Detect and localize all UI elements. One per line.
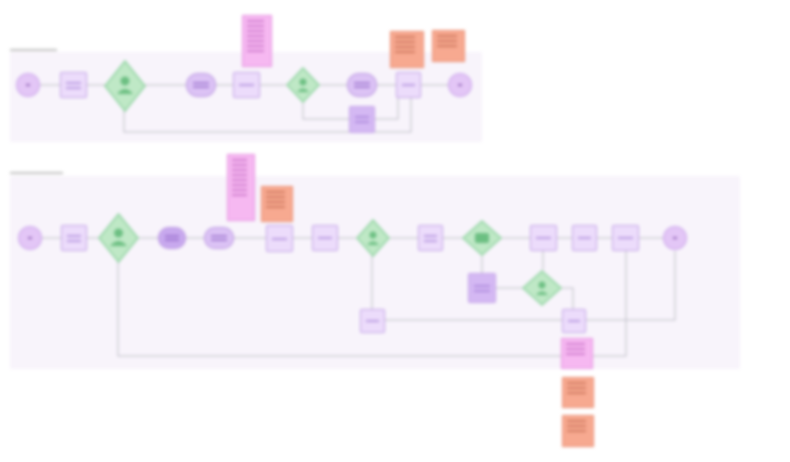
connector	[561, 287, 574, 309]
task-1-4[interactable]	[347, 73, 377, 97]
task-1-2[interactable]	[186, 73, 216, 97]
annotation-note[interactable]	[562, 415, 594, 447]
lane-2-title	[10, 172, 63, 174]
gateway-2-3[interactable]	[462, 220, 502, 256]
task-1-1[interactable]	[60, 72, 87, 98]
task-1-5[interactable]	[396, 72, 421, 98]
person-icon	[297, 78, 309, 92]
annotation-note[interactable]	[261, 186, 293, 222]
annotation-note[interactable]	[562, 377, 594, 408]
connector	[123, 97, 412, 133]
task-2-7[interactable]	[530, 225, 557, 251]
annotation-note[interactable]	[390, 31, 424, 68]
gateway-2-1[interactable]	[98, 213, 139, 263]
task-2-11[interactable]	[360, 309, 385, 333]
annotation-note[interactable]	[227, 154, 255, 221]
task-2-10[interactable]	[468, 273, 496, 303]
person-icon	[110, 228, 127, 246]
task-2-8[interactable]	[572, 225, 597, 251]
connector	[586, 251, 676, 321]
lane-1-title	[10, 49, 57, 51]
end-event-2[interactable]	[663, 226, 687, 250]
person-icon	[536, 281, 548, 295]
annotation-note[interactable]	[242, 15, 272, 67]
annotation-note[interactable]	[432, 30, 465, 62]
gateway-1-1[interactable]	[104, 60, 146, 112]
gateway-2-4[interactable]	[522, 270, 562, 306]
task-1-3[interactable]	[233, 72, 260, 98]
task-2-2[interactable]	[158, 227, 186, 249]
task-2-12[interactable]	[562, 309, 586, 333]
task-2-4[interactable]	[266, 225, 293, 252]
task-1-6[interactable]	[349, 106, 375, 133]
process-lane-2	[10, 176, 740, 369]
task-2-3[interactable]	[204, 227, 234, 249]
task-2-9[interactable]	[612, 225, 639, 251]
task-2-6[interactable]	[418, 225, 443, 251]
checkmark-icon	[475, 233, 489, 243]
gateway-1-2[interactable]	[286, 67, 320, 103]
task-2-1[interactable]	[61, 225, 87, 251]
person-icon	[117, 76, 133, 94]
end-event-1[interactable]	[448, 73, 472, 97]
connector	[375, 97, 399, 120]
task-2-5[interactable]	[312, 225, 338, 251]
person-icon	[367, 231, 379, 245]
connector	[302, 101, 349, 120]
start-event-1[interactable]	[16, 73, 40, 97]
annotation-note[interactable]	[561, 338, 593, 369]
start-event-2[interactable]	[18, 226, 42, 250]
gateway-2-2[interactable]	[356, 219, 390, 257]
connector	[117, 251, 627, 357]
